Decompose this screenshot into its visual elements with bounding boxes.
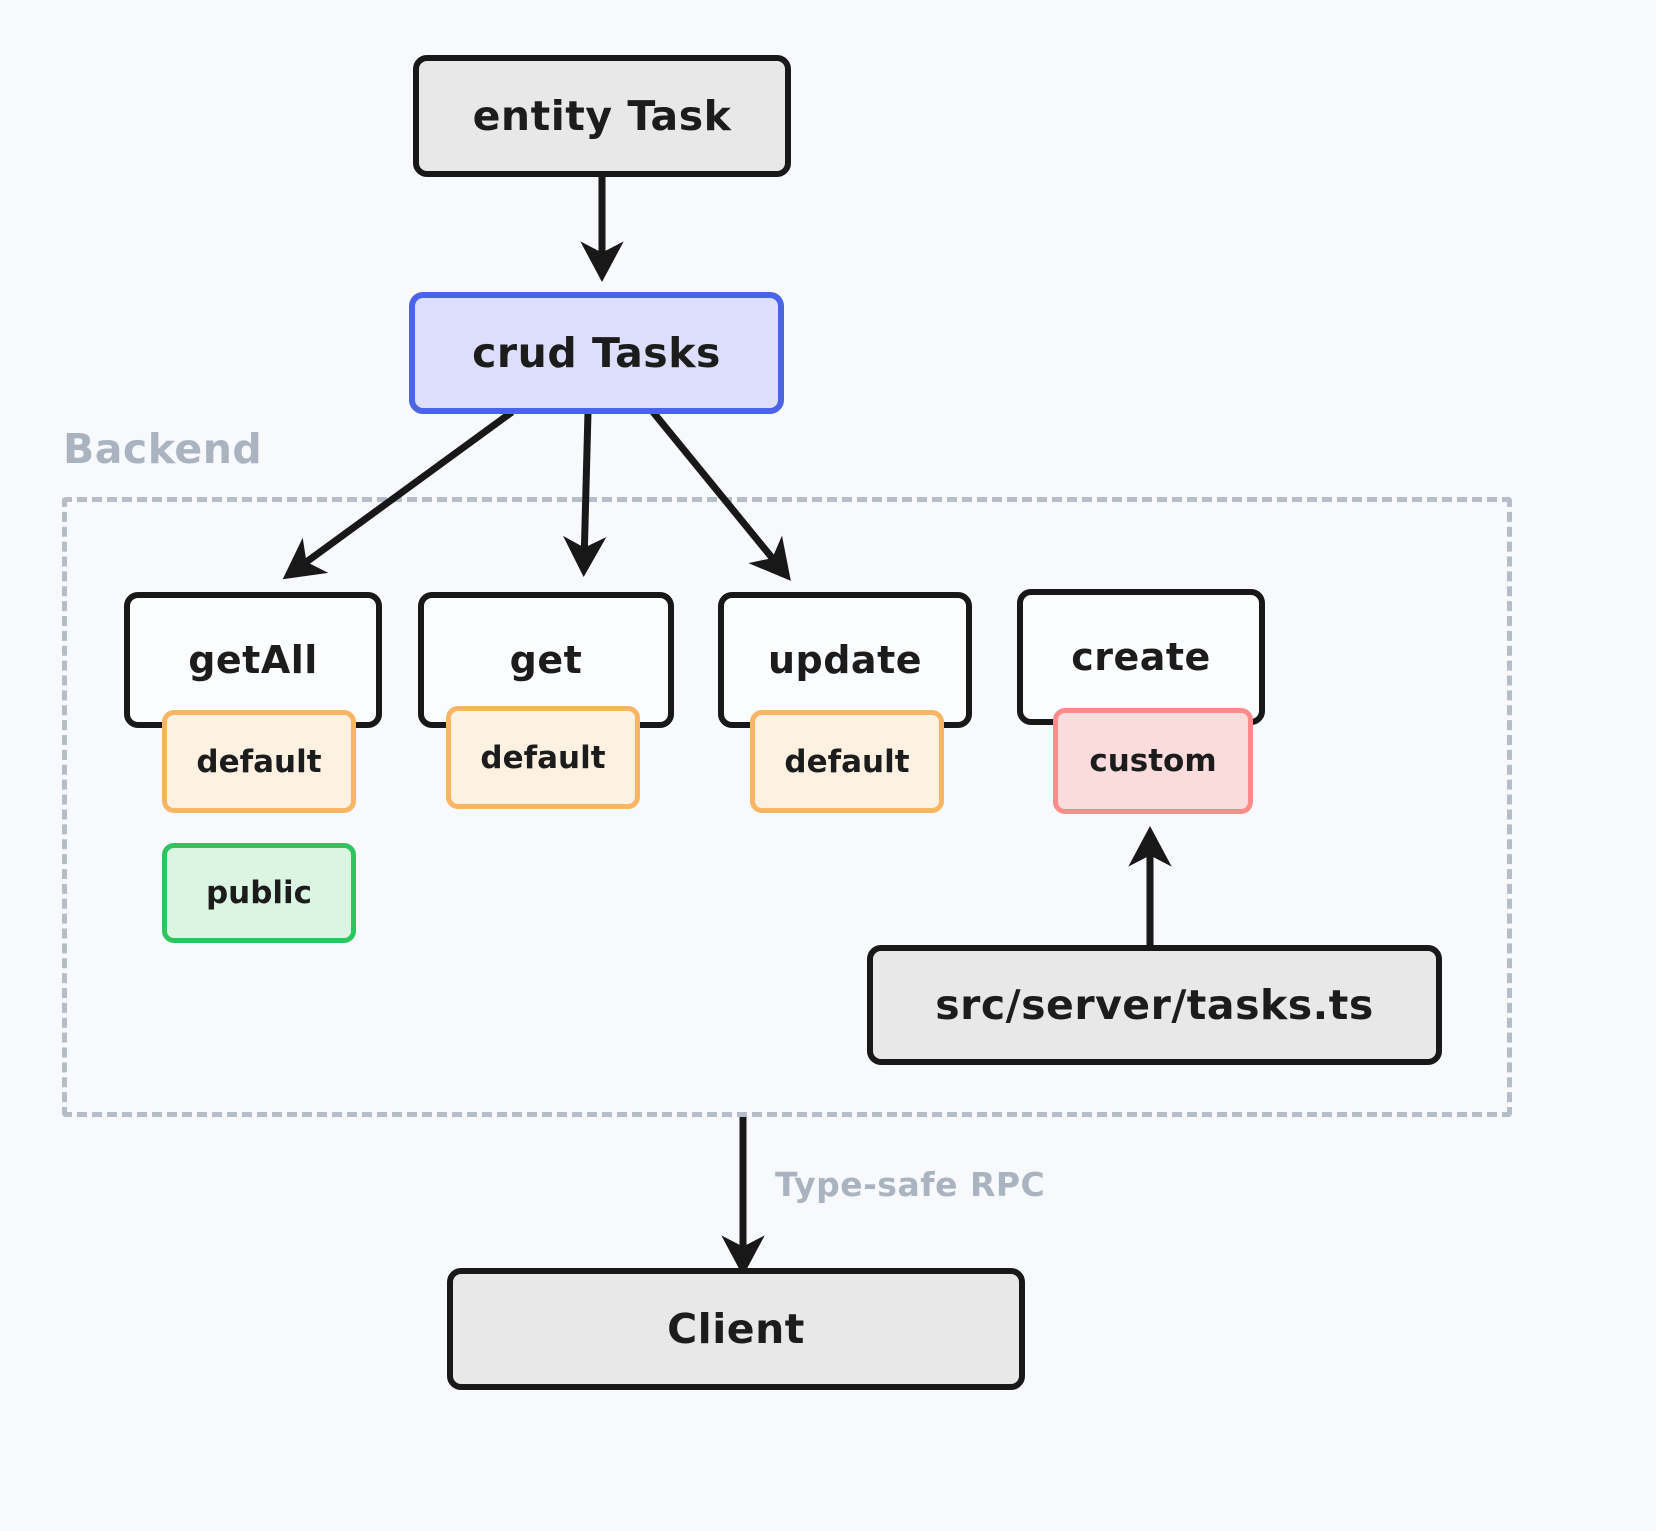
node-entity-task-label: entity Task (472, 92, 732, 140)
badge-create-custom[interactable]: custom (1053, 708, 1253, 814)
badge-getall-public[interactable]: public (162, 843, 356, 943)
node-create-label: create (1071, 635, 1211, 679)
node-create[interactable]: create (1017, 589, 1265, 725)
badge-create-custom-label: custom (1089, 743, 1217, 779)
node-crud-tasks-label: crud Tasks (472, 329, 721, 377)
edge-label-type-safe-rpc: Type-safe RPC (775, 1165, 1046, 1204)
badge-update-default[interactable]: default (750, 710, 944, 813)
backend-group-frame (62, 497, 1512, 1117)
node-get-label: get (509, 638, 583, 682)
badge-get-default-label: default (480, 739, 606, 776)
badge-getall-default[interactable]: default (162, 710, 356, 813)
node-getall[interactable]: getAll (124, 592, 382, 728)
backend-group-label: Backend (63, 425, 263, 473)
node-update-label: update (767, 638, 923, 682)
node-client[interactable]: Client (447, 1268, 1025, 1390)
node-entity-task[interactable]: entity Task (413, 55, 791, 177)
badge-get-default[interactable]: default (446, 706, 640, 809)
node-crud-tasks[interactable]: crud Tasks (409, 292, 784, 414)
badge-getall-public-label: public (205, 875, 313, 911)
node-client-label: Client (667, 1305, 805, 1353)
node-getall-label: getAll (188, 638, 318, 682)
node-server-file-label: src/server/tasks.ts (935, 981, 1374, 1029)
badge-getall-default-label: default (196, 743, 322, 780)
badge-update-default-label: default (784, 743, 910, 780)
node-update[interactable]: update (718, 592, 972, 728)
node-server-file[interactable]: src/server/tasks.ts (867, 945, 1442, 1065)
